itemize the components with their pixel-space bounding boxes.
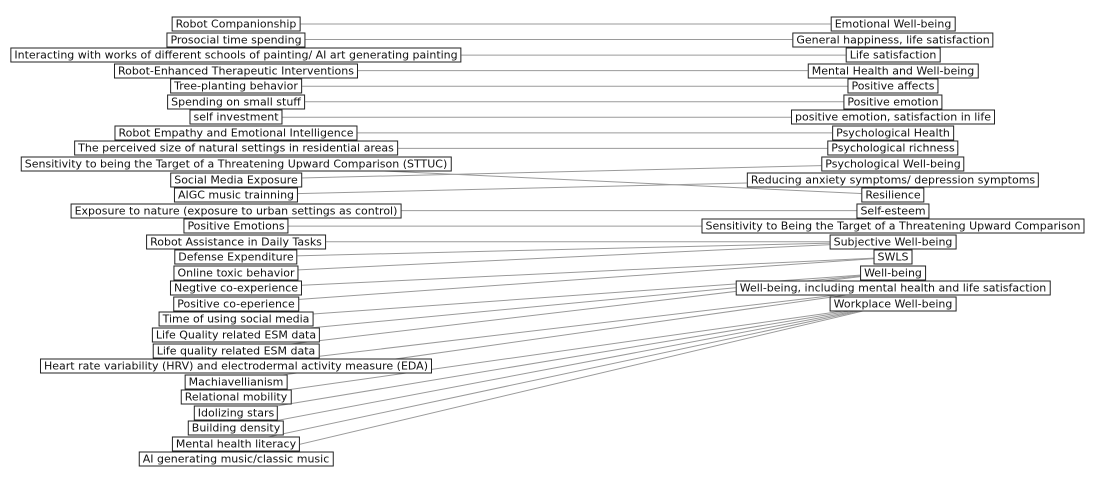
- right-node: Positive emotion: [843, 94, 943, 110]
- link-line: [235, 303, 894, 414]
- left-node: Robot Empathy and Emotional Intelligence: [114, 125, 358, 141]
- left-node: Time of using social media: [158, 311, 314, 327]
- left-node: Positive co-eperience: [173, 296, 299, 312]
- right-node: Psychological richness: [827, 140, 959, 156]
- right-node: Psychological Well-being: [821, 156, 965, 172]
- right-node: Well-being: [860, 265, 926, 281]
- link-line: [235, 303, 894, 460]
- right-node: Resilience: [861, 187, 925, 203]
- left-node: Prosocial time spending: [166, 32, 306, 48]
- right-node: Self-esteem: [856, 203, 930, 219]
- link-line: [235, 303, 894, 445]
- left-node: Defense Expenditure: [174, 249, 298, 265]
- left-node: Robot-Enhanced Therapeutic Interventions: [113, 63, 359, 79]
- left-node: Social Media Exposure: [170, 172, 302, 187]
- right-node: Positive affects: [847, 78, 939, 94]
- right-node: SWLS: [873, 249, 913, 265]
- left-node: Positive Emotions: [183, 218, 289, 234]
- right-node: Psychological Health: [832, 125, 954, 141]
- left-node: Online toxic behavior: [173, 265, 299, 281]
- link-lines: [235, 23, 894, 460]
- link-line: [235, 256, 894, 305]
- right-node: Life satisfaction: [845, 47, 941, 63]
- left-node: Tree-planting behavior: [170, 78, 302, 94]
- right-node: Subjective Well-being: [829, 234, 957, 250]
- left-node: Exposure to nature (exposure to urban se…: [70, 203, 402, 219]
- left-node: Machiavellianism: [184, 374, 288, 390]
- link-line: [235, 256, 894, 289]
- right-node: positive emotion, satisfaction in life: [791, 109, 995, 125]
- right-node: General happiness, life satisfaction: [792, 32, 994, 48]
- link-line: [235, 287, 894, 367]
- right-node: Sensitivity to Being the Target of a Thr…: [701, 218, 1085, 234]
- left-node: Sensitivity to being the Target of a Thr…: [20, 156, 452, 172]
- link-line: [235, 272, 894, 320]
- left-node: AIGC music trainning: [173, 187, 299, 203]
- right-node: Reducing anxiety symptoms/ depression sy…: [746, 172, 1040, 187]
- left-node: Negtive co-experience: [169, 280, 303, 296]
- left-node: AI generating music/classic music: [138, 451, 334, 467]
- right-node: Mental Health and Well-being: [807, 63, 979, 79]
- left-node: self investment: [189, 109, 283, 125]
- left-node: Relational mobility: [180, 389, 292, 405]
- right-node: Emotional Well-being: [830, 16, 956, 32]
- right-node: Well-being, including mental health and …: [735, 280, 1051, 296]
- link-line: [235, 163, 894, 180]
- link-line: [235, 241, 894, 258]
- left-node: Robot Companionship: [171, 16, 301, 32]
- left-node: Heart rate variability (HRV) and electro…: [39, 358, 433, 374]
- link-line: [235, 241, 894, 274]
- left-node: Life quality related ESM data: [152, 343, 320, 359]
- left-node: Mental health literacy: [171, 436, 301, 452]
- left-node: Idolizing stars: [193, 405, 279, 421]
- left-node: The perceived size of natural settings i…: [74, 140, 398, 156]
- left-node: Spending on small stuff: [167, 94, 305, 110]
- link-line: [235, 303, 894, 398]
- left-node: Life Quality related ESM data: [151, 327, 321, 343]
- link-line: [235, 303, 894, 429]
- left-node: Robot Assistance in Daily Tasks: [146, 234, 326, 250]
- left-node: Interacting with works of different scho…: [10, 47, 462, 63]
- right-node: Workplace Well-being: [829, 296, 957, 312]
- left-node: Building density: [187, 420, 285, 436]
